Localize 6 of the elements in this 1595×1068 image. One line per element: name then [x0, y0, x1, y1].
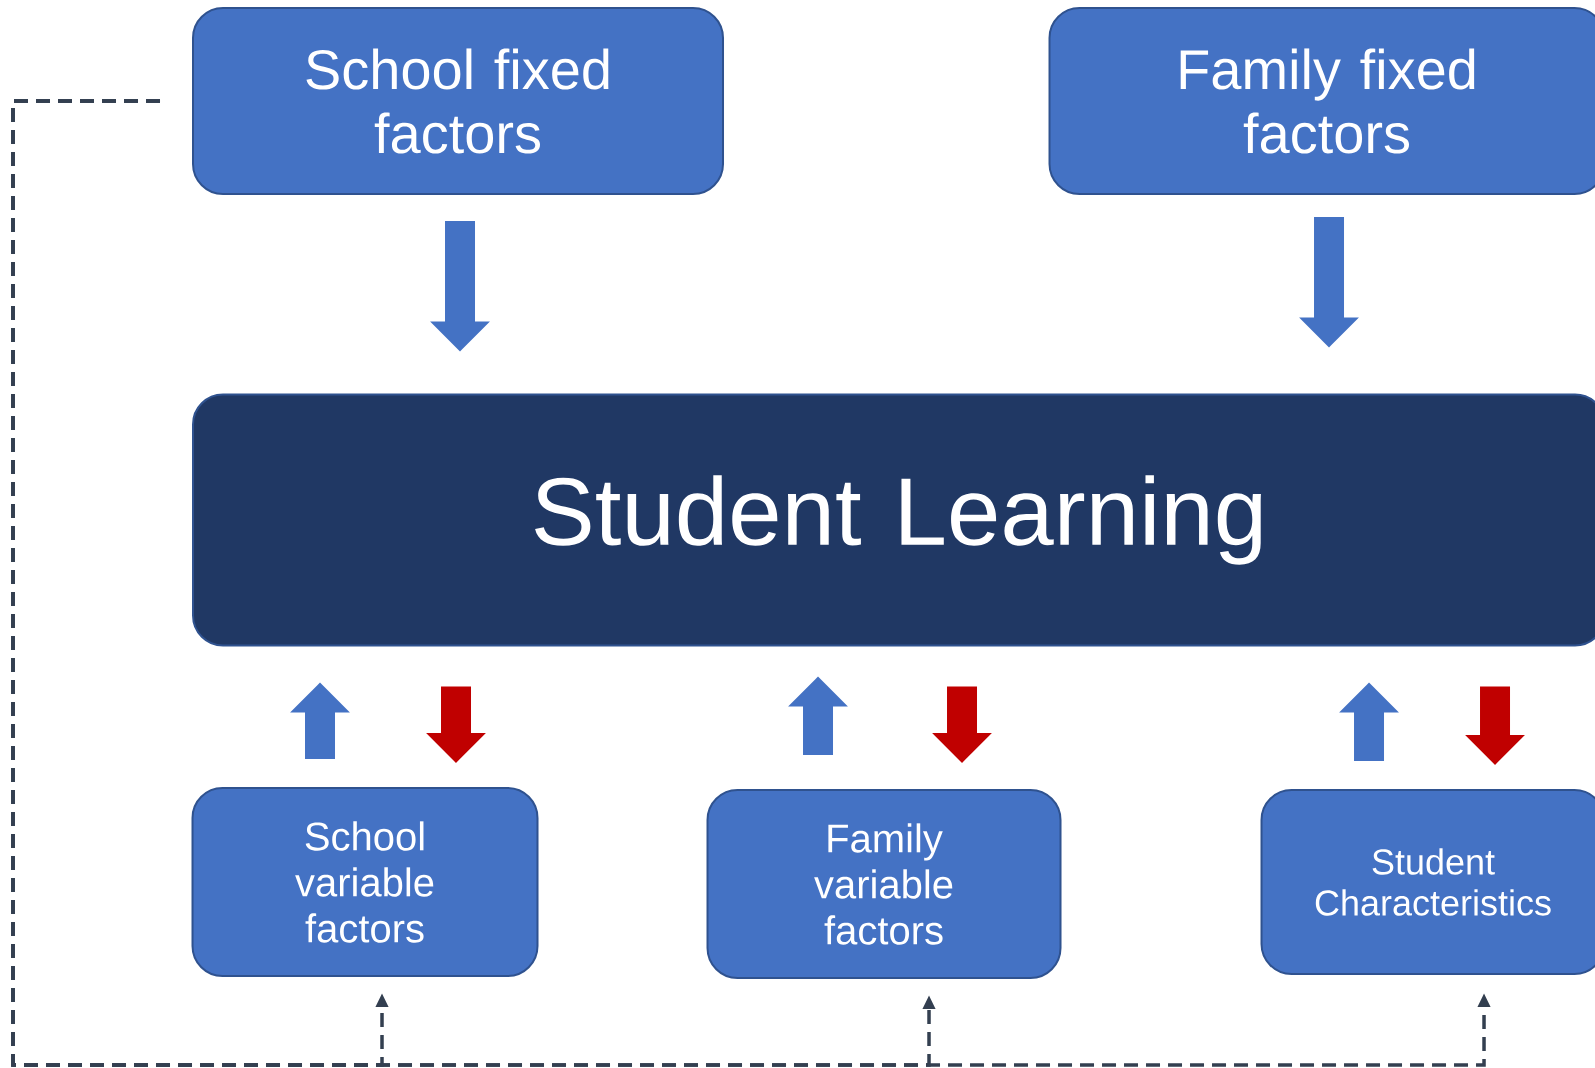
process-box: Family variable factors: [706, 789, 1062, 979]
process-box: School fixed factors: [192, 7, 724, 195]
process-box: Family fixed factors: [1048, 7, 1595, 195]
process-box: School variable factors: [191, 787, 539, 977]
process-box: Student Characteristics: [1260, 789, 1595, 975]
central-box: Student Learning: [192, 393, 1595, 647]
